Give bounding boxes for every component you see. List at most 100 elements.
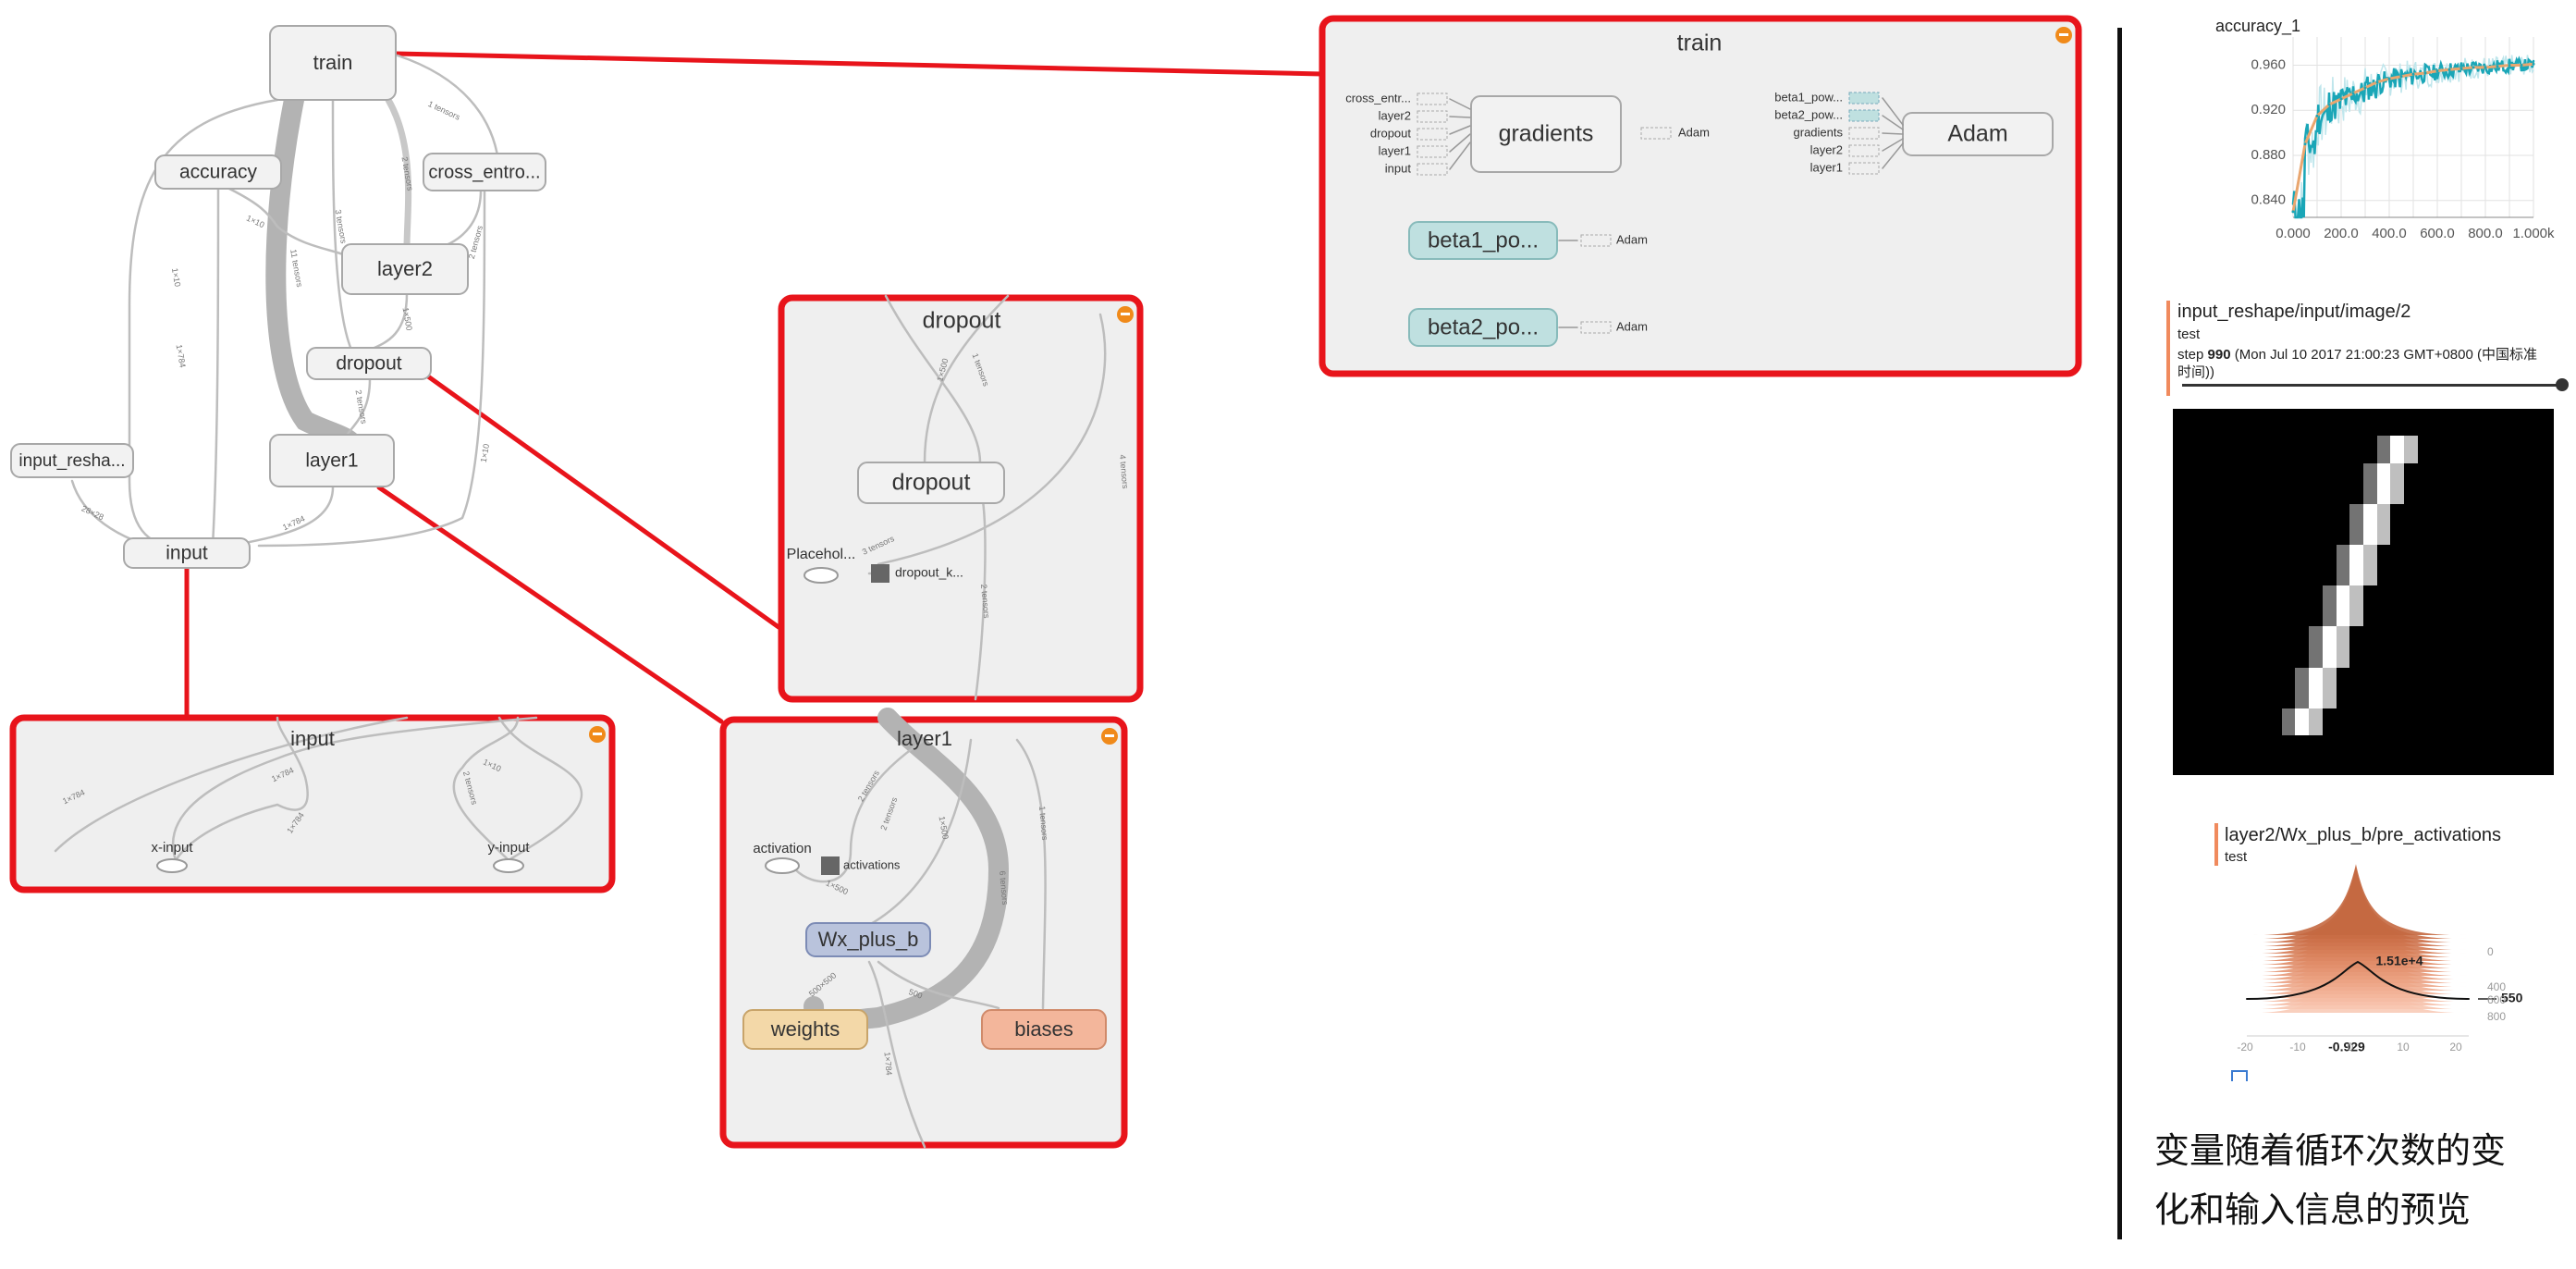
node-beta1-power[interactable] — [1408, 221, 1558, 260]
dropout-keep-icon[interactable] — [871, 564, 889, 583]
digit-pixel — [2390, 490, 2405, 504]
digit-pixel — [2376, 490, 2391, 504]
digit-pixel — [2349, 517, 2363, 532]
digit-pixel — [2309, 695, 2323, 708]
histogram-x-tick-0: -20 — [2237, 1041, 2253, 1053]
layer1-edge-label-4: 1 tensors — [1037, 806, 1049, 841]
step-timestamp-tail: 时间)) — [2177, 364, 2214, 380]
adam-input-label-0: beta1_pow... — [1774, 90, 1843, 104]
main-edge-label-11: 28×28 — [80, 504, 105, 523]
node-input-reshape[interactable] — [10, 443, 134, 478]
node-placeholder[interactable] — [803, 567, 839, 584]
adam-input-stub-4 — [1848, 162, 1880, 175]
digit-pixel — [2363, 545, 2377, 559]
node-dropout-inner[interactable] — [857, 462, 1005, 504]
node-beta2-power[interactable] — [1408, 308, 1558, 347]
digit-pixel — [2322, 667, 2337, 682]
node-layer1[interactable] — [269, 434, 395, 487]
digit-pixel — [2404, 450, 2418, 463]
accuracy-point-18 — [2508, 63, 2511, 67]
input-edge-b — [171, 716, 538, 862]
node-biases-label: biases — [1014, 1017, 1073, 1041]
node-input[interactable] — [123, 537, 251, 569]
digit-pixel — [2322, 695, 2337, 708]
main-edge-label-0: 1 tensors — [426, 99, 461, 122]
gradients-input-stub-1 — [1417, 110, 1448, 123]
histogram-slice-21 — [2246, 862, 2470, 936]
adam-input-stub-0 — [1848, 92, 1880, 105]
connector-train — [393, 51, 1325, 77]
digit-pixel — [2376, 504, 2391, 518]
digit-pixel — [2322, 653, 2337, 668]
accuracy-point-3 — [2327, 103, 2331, 106]
panel-input-title: input — [290, 727, 335, 750]
node-gradients[interactable] — [1470, 95, 1622, 173]
main-edge-label-3: 2 tensors — [399, 156, 414, 192]
edge-train-input — [128, 98, 279, 548]
accuracy-point-4 — [2339, 97, 2343, 101]
node-wx-plus-b[interactable] — [805, 922, 931, 957]
digit-pixel — [2295, 695, 2310, 708]
digit-pixel — [2363, 504, 2377, 518]
accuracy-point-7 — [2375, 80, 2379, 84]
slide-caption: 变量随着循环次数的变 化和输入信息的预览 — [2154, 1121, 2561, 1239]
step-slider-handle[interactable] — [2556, 378, 2569, 391]
gradients-output-label: Adam — [1678, 125, 1710, 139]
accuracy-x-tick-1: 200.0 — [2324, 226, 2359, 241]
node-layer2[interactable] — [341, 243, 469, 295]
panel-input-collapse-icon-bar — [593, 733, 602, 735]
main-edge-label-8: 2 tensors — [353, 389, 368, 425]
input-edge-e — [497, 716, 583, 862]
accuracy-point-6 — [2363, 86, 2367, 90]
expand-icon[interactable] — [2231, 1070, 2248, 1081]
edge-accuracy-input — [211, 187, 220, 548]
beta-adam-label-0: Adam — [1616, 232, 1648, 246]
gradients-input-stub-3 — [1417, 145, 1448, 158]
adam-input-edge-0 — [1882, 97, 1904, 126]
gradients-input-edge-3 — [1449, 133, 1471, 153]
digit-pixel — [2309, 708, 2323, 722]
digit-pixel — [2322, 640, 2337, 654]
accuracy-point-11 — [2423, 71, 2427, 75]
panel-dropout-title: dropout — [923, 308, 1001, 334]
edge-train-layer2 — [385, 96, 412, 252]
dropout-edge-b — [923, 294, 1010, 464]
node-biases[interactable] — [981, 1009, 1107, 1050]
digit-pixel — [2309, 681, 2323, 695]
accuracy-point-2 — [2315, 114, 2319, 117]
accuracy-y-tick-3: 0.840 — [2251, 192, 2286, 208]
node-y-input[interactable] — [493, 858, 524, 873]
node-train[interactable] — [269, 25, 397, 101]
node-placeholder-label: Placehol... — [787, 547, 856, 562]
layer1-edge-a — [793, 738, 926, 883]
node-cross-entropy[interactable] — [423, 153, 546, 191]
layer1-edge-e — [877, 960, 1000, 1010]
layer1-edge-label-7: 500 — [907, 987, 924, 1001]
main-edge-label-5: 1×784 — [174, 344, 187, 369]
digit-pixel — [2349, 572, 2363, 586]
digit-pixel — [2404, 436, 2418, 450]
digit-pixel — [2376, 531, 2391, 546]
activations-icon[interactable] — [821, 856, 840, 875]
node-activation-label: activation — [753, 841, 811, 856]
digit-pixel — [2295, 667, 2310, 682]
node-input-reshape-label: input_resha... — [18, 451, 125, 471]
node-x-input[interactable] — [156, 858, 188, 873]
histogram-cursor-label: -0.929 — [2328, 1040, 2365, 1054]
accuracy-point-8 — [2387, 77, 2391, 80]
node-accuracy[interactable] — [154, 154, 282, 190]
gradients-input-stub-2 — [1417, 128, 1448, 141]
image-card-run: test — [2177, 326, 2201, 342]
digit-pixel — [2336, 612, 2350, 627]
main-edge-label-7: 1×500 — [400, 307, 413, 332]
digit-pixel — [2295, 708, 2310, 722]
digit-pixel — [2363, 462, 2377, 477]
edge-cross-input — [257, 189, 486, 548]
node-weights[interactable] — [742, 1009, 868, 1050]
node-activation[interactable] — [765, 857, 800, 874]
layer1-edge-label-2: 1×500 — [937, 816, 950, 841]
step-slider-track[interactable] — [2182, 384, 2561, 387]
digit-pixel — [2349, 612, 2363, 627]
node-dropout[interactable] — [306, 347, 432, 380]
